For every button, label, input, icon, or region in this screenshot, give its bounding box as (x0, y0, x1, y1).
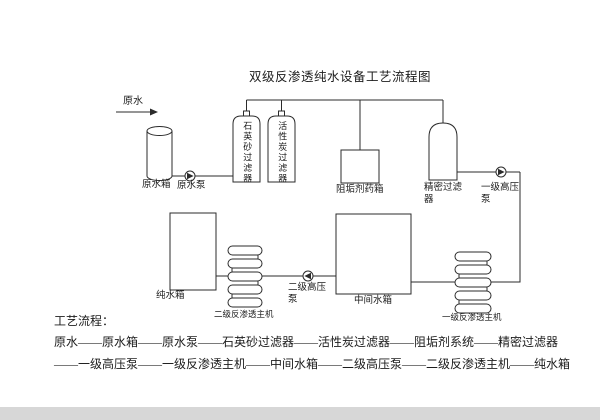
stage2-ro-unit-shape (227, 245, 263, 308)
stage2-hp-pump-label: 二级高压泵 (288, 283, 327, 305)
raw-water-tank-shape (146, 126, 173, 181)
activated-carbon-filter-shape (267, 100, 296, 183)
stage1-hp-pump-shape (495, 166, 507, 178)
raw-water-pump-label: 原水泵 (177, 181, 206, 191)
stage1-hp-pump-label: 一级高压泵 (481, 183, 520, 205)
raw-water-tank-label: 原水箱 (142, 180, 171, 190)
antiscalant-tank-shape (340, 100, 380, 184)
stage1-ro-unit-shape (454, 251, 492, 314)
process-flow-heading: 工艺流程： (54, 314, 115, 328)
activated-carbon-filter-label: 活性炭过滤器 (277, 121, 288, 184)
quartz-sand-filter-shape (232, 100, 261, 183)
raw-water-label: 原水 (123, 96, 143, 107)
pipe-pump-ro1 (491, 172, 521, 283)
process-flow-line1: 原水——原水箱——原水泵——石英砂过滤器——活性炭过滤器——阻垢剂系统——精密过… (54, 335, 559, 349)
antiscalant-tank-label: 阻垢剂药箱 (336, 185, 384, 195)
stage1-ro-unit-label: 一级反渗透主机 (442, 312, 502, 322)
raw-water-pump-shape (184, 170, 196, 182)
page-bottom-strip (0, 407, 600, 420)
pure-water-tank-shape (169, 212, 217, 291)
diagram-title: 双级反渗透纯水设备工艺流程图 (248, 70, 431, 84)
stage2-ro-unit-label: 二级反渗透主机 (214, 309, 274, 319)
pure-water-tank-label: 纯水箱 (156, 291, 185, 301)
quartz-sand-filter-label: 石英砂过滤器 (242, 121, 253, 184)
feed-arrow-icon (116, 108, 158, 116)
intermediate-tank-label: 中间水箱 (354, 296, 393, 306)
precision-filter-label: 精密过滤器 (424, 183, 463, 205)
precision-filter-shape (428, 100, 458, 181)
stage2-hp-pump-shape (302, 270, 314, 282)
intermediate-tank-shape (335, 213, 412, 295)
process-flow-line2: ——一级高压泵——一级反渗透主机——中间水箱——二级高压泵——二级反渗透主机——… (54, 357, 571, 371)
